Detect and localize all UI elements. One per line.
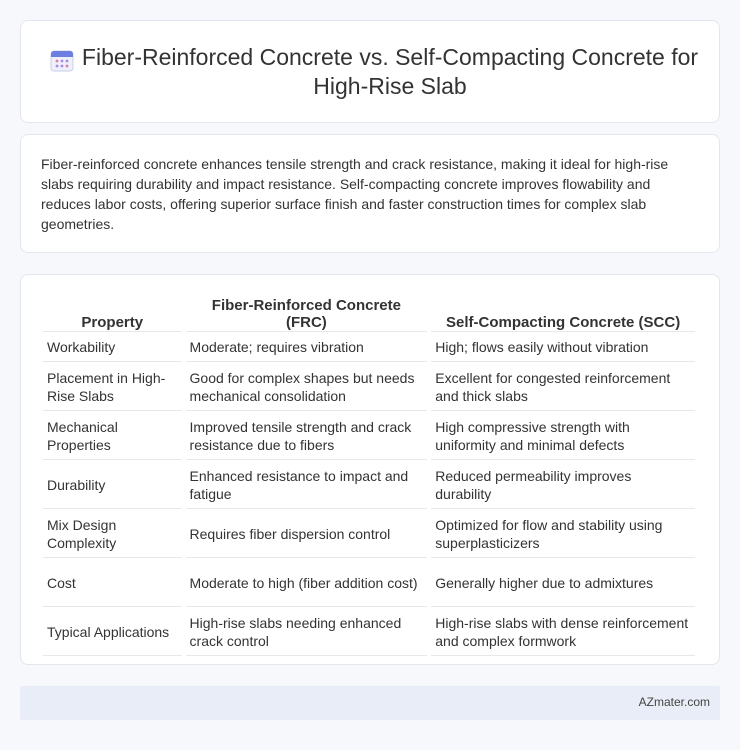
- table-row: Workability Moderate; requires vibration…: [43, 332, 695, 362]
- table-cell: Mechanical Properties: [43, 411, 182, 460]
- table-cell: Durability: [43, 460, 182, 509]
- table-cell: High compressive strength with uniformit…: [431, 411, 695, 460]
- header-frc: Fiber-Reinforced Concrete (FRC): [185, 297, 428, 332]
- table-cell: Good for complex shapes but needs mechan…: [185, 362, 428, 411]
- table-cell: Typical Applications: [43, 607, 182, 656]
- table-cell: Optimized for flow and stability using s…: [431, 509, 695, 558]
- table-cell: Enhanced resistance to impact and fatigu…: [185, 460, 428, 509]
- table-header-row: Property Fiber-Reinforced Concrete (FRC)…: [43, 297, 695, 332]
- table-cell: Reduced permeability improves durability: [431, 460, 695, 509]
- table-row: Durability Enhanced resistance to impact…: [43, 460, 695, 509]
- table-row: Mechanical Properties Improved tensile s…: [43, 411, 695, 460]
- table-row: Placement in High-Rise Slabs Good for co…: [43, 362, 695, 411]
- table-cell: Moderate; requires vibration: [185, 332, 428, 362]
- table-cell: Workability: [43, 332, 182, 362]
- summary-card: Fiber-reinforced concrete enhances tensi…: [20, 134, 720, 253]
- table-cell: Improved tensile strength and crack resi…: [185, 411, 428, 460]
- comparison-table-card: Property Fiber-Reinforced Concrete (FRC)…: [20, 274, 720, 665]
- table-row: Mix Design Complexity Requires fiber dis…: [43, 509, 695, 558]
- table-cell: Placement in High-Rise Slabs: [43, 362, 182, 411]
- calendar-icon: [50, 50, 74, 72]
- table-cell: Moderate to high (fiber addition cost): [185, 558, 428, 607]
- summary-text: Fiber-reinforced concrete enhances tensi…: [41, 156, 669, 232]
- footer-brand[interactable]: AZmater.com: [638, 695, 710, 709]
- table-cell: Generally higher due to admixtures: [431, 558, 695, 607]
- header-scc: Self-Compacting Concrete (SCC): [431, 297, 695, 332]
- title-card: Fiber-Reinforced Concrete vs. Self-Compa…: [20, 20, 720, 123]
- table-cell: Requires fiber dispersion control: [185, 509, 428, 558]
- footer: AZmater.com: [20, 686, 720, 720]
- page-title: Fiber-Reinforced Concrete vs. Self-Compa…: [81, 43, 699, 99]
- header-property: Property: [43, 297, 182, 332]
- table-row: Typical Applications High-rise slabs nee…: [43, 607, 695, 656]
- comparison-table: Property Fiber-Reinforced Concrete (FRC)…: [39, 297, 699, 656]
- table-row: Cost Moderate to high (fiber addition co…: [43, 558, 695, 607]
- table-cell: High; flows easily without vibration: [431, 332, 695, 362]
- table-cell: High-rise slabs needing enhanced crack c…: [185, 607, 428, 656]
- table-cell: Cost: [43, 558, 182, 607]
- table-cell: High-rise slabs with dense reinforcement…: [431, 607, 695, 656]
- table-cell: Mix Design Complexity: [43, 509, 182, 558]
- table-cell: Excellent for congested reinforcement an…: [431, 362, 695, 411]
